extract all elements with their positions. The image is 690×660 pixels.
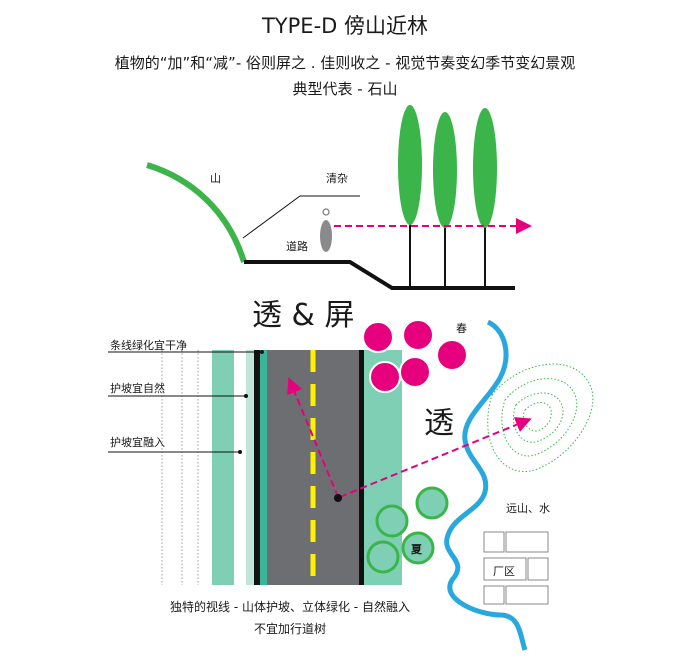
label-road: 道路 xyxy=(286,240,308,253)
river xyxy=(444,319,528,651)
annot-dot-1 xyxy=(260,350,264,354)
contour-hill xyxy=(487,363,594,472)
plan-sight-arrow-right xyxy=(339,417,532,498)
label-spring: 春 xyxy=(456,322,467,335)
annotation-slope-natural: 护坡宜自然 xyxy=(110,382,165,395)
page-title: TYPE-D 傍山近林 xyxy=(261,14,428,38)
label-mountain: 山 xyxy=(210,172,221,185)
annotation-strip-greening: 条线绿化宜干净 xyxy=(110,339,187,352)
label-summer: 夏 xyxy=(411,543,422,556)
page-subtitle-example: 典型代表 - 石山 xyxy=(292,80,398,98)
label-far-mountain-water: 远山、水 xyxy=(506,502,550,515)
mountain-slope-curve xyxy=(146,162,247,263)
label-see-through: 透 xyxy=(424,406,454,441)
page-subtitle: 植物的“加”和“减”- 俗则屏之 . 佳则收之 - 视觉节奏变幻季节变幻景观 xyxy=(114,54,576,72)
teal-strip-left-2 xyxy=(246,350,254,585)
label-clear-clutter: 清杂 xyxy=(326,172,348,185)
annotation-leaders xyxy=(108,351,262,453)
ground-section-line xyxy=(244,260,515,290)
annot-dot-3 xyxy=(238,450,242,454)
label-factory: 厂区 xyxy=(493,565,515,578)
caption-line-2: 不宜加行道树 xyxy=(253,622,326,636)
spring-trees xyxy=(362,319,468,393)
annot-dot-2 xyxy=(244,394,248,398)
caption-line-1: 独特的视线 - 山体护坡、立体绿化 - 自然融入 xyxy=(170,600,410,614)
viewer-point xyxy=(334,494,342,502)
tall-trees xyxy=(398,105,497,288)
mountain-leader-line xyxy=(242,195,360,239)
road-shoulder-left xyxy=(254,350,260,585)
factory-blocks xyxy=(483,531,549,605)
plan-heading: 透 & 屏 xyxy=(252,298,355,333)
road-shoulder-right xyxy=(359,350,364,585)
viewer-eye-icon xyxy=(322,208,330,216)
verge-lines xyxy=(161,350,199,585)
summer-trees xyxy=(366,486,449,574)
annotation-slope-blend: 护坡宜融入 xyxy=(110,436,165,449)
shrub-ellipse xyxy=(320,220,332,252)
road-edge-left xyxy=(260,350,267,585)
plan-sight-arrow-up xyxy=(287,377,339,498)
teal-strip-left-1 xyxy=(212,350,234,585)
